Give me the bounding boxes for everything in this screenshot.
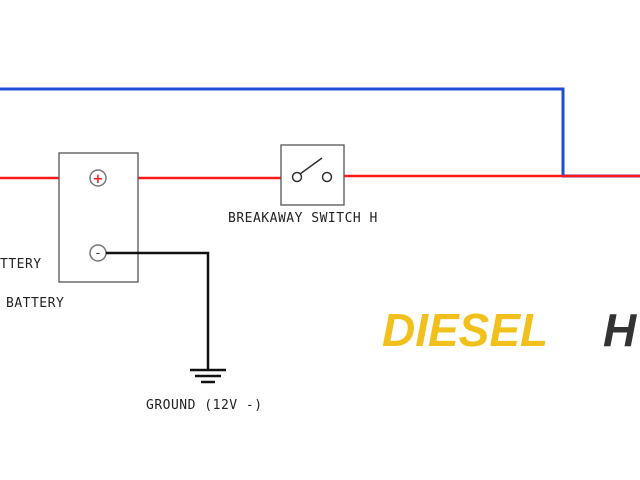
battery-partial-label: TTERY xyxy=(0,257,42,272)
switch-label: BREAKAWAY SWITCH H xyxy=(228,211,378,226)
positive-terminal xyxy=(89,169,107,187)
negative-terminal-sign: - xyxy=(96,246,101,261)
ground-wire xyxy=(106,251,210,370)
svg-text:H: H xyxy=(603,304,637,356)
ground-symbol xyxy=(190,368,226,384)
diesel-logo: DIESEL H xyxy=(382,304,637,356)
positive-terminal-sign: + xyxy=(93,172,104,187)
svg-text:DIESEL: DIESEL xyxy=(382,304,548,356)
ground-label: GROUND (12V -) xyxy=(146,398,263,413)
breakaway-switch xyxy=(280,144,345,206)
battery-label: BATTERY xyxy=(6,296,64,311)
